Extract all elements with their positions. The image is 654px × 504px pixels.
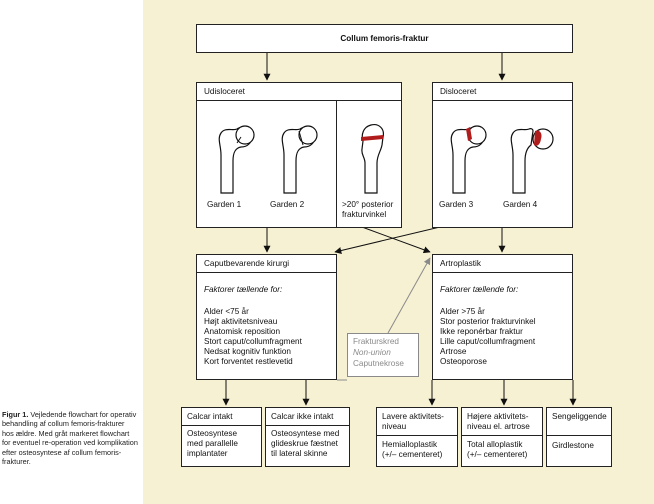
outcome-bedridden-body: Girdlestone: [552, 441, 594, 450]
outcome-bedridden-title: Sengeliggende: [552, 412, 607, 421]
label-garden-2: Garden 2: [270, 200, 305, 209]
head-preserving-factors-list: Alder <75 år Højt aktivitetsniveau Anato…: [204, 307, 302, 366]
arrow-posterior-angle-to-arthroplasty: [361, 226, 431, 254]
outcome-lower-activity-title: Lavere aktivitets- niveau: [382, 412, 444, 431]
undisplaced-divider: [336, 100, 337, 227]
displaced-title: Disloceret: [440, 87, 477, 96]
outcome-lower-activity-body: Hemialloplastik (+/– cementeret): [382, 440, 443, 459]
arthroplasty-box: Artroplastik Faktorer tællende for: Alde…: [432, 254, 573, 380]
outcome-bedridden-box: Sengeliggende Girdlestone: [546, 407, 612, 467]
femur-garden3-illustration: [450, 125, 487, 194]
outcome-calcar-intact-body: Osteosyntese med parallelle implantater: [187, 429, 238, 458]
femur-posterior-angle-illustration: [361, 124, 384, 194]
label-garden-3: Garden 3: [439, 200, 474, 209]
caption-text: Vejledende flowchart for operativ behand…: [2, 410, 138, 467]
arthroplasty-factors-heading: Faktorer tællende for:: [440, 285, 519, 294]
femur-garden2-illustration: [281, 125, 318, 194]
label-garden-1: Garden 1: [207, 200, 242, 209]
grey-arrow-complications-to-arthroplasty: [387, 257, 431, 334]
displaced-box: Disloceret Garden 3 Garden 4: [432, 82, 573, 228]
head-preserving-surgery-box: Caputbevarende kirurgi Faktorer tællende…: [196, 254, 337, 380]
complication-head-necrosis: Caputnekrose: [353, 359, 404, 368]
undisplaced-title: Udisloceret: [204, 87, 245, 96]
outcome-calcar-intact-title: Calcar intakt: [187, 412, 233, 421]
outcome-calcar-not-intact-title: Calcar ikke intakt: [271, 412, 334, 421]
femur-garden1-illustration: [218, 125, 255, 194]
outcome-lower-activity-box: Lavere aktivitets- niveau Hemialloplasti…: [376, 407, 458, 467]
outcome-higher-activity-title: Højere aktivitets- niveau el. artrose: [467, 412, 530, 431]
arthroplasty-title: Artroplastik: [440, 259, 481, 268]
head-preserving-factors-heading: Faktorer tællende for:: [204, 285, 283, 294]
fracture-title: Collum femoris-fraktur: [340, 34, 429, 43]
undisplaced-box: Udisloceret Garden 1 Garden 2 >20° poste…: [196, 82, 402, 228]
label-posterior-angle: >20° posterior frakturvinkel: [342, 200, 394, 219]
complications-box: Frakturskred Non-union Caputnekrose: [347, 333, 419, 377]
fracture-title-box: Collum femoris-fraktur: [196, 24, 573, 53]
outcome-calcar-not-intact-body: Osteosyntese med glideskrue fæstnet til …: [271, 429, 340, 458]
arthroplasty-factors-list: Alder >75 år Stor posterior frakturvinke…: [440, 307, 536, 366]
outcome-higher-activity-box: Højere aktivitets- niveau el. artrose To…: [461, 407, 543, 467]
complication-non-union: Non-union: [353, 348, 391, 357]
label-garden-4: Garden 4: [503, 200, 538, 209]
outcome-higher-activity-body: Total alloplastik (+/– cementeret): [467, 440, 528, 459]
caption-label: Figur 1.: [2, 410, 29, 419]
figure-caption: Figur 1. Vejledende flowchart for operat…: [2, 410, 138, 466]
complication-fracture-slip: Frakturskred: [353, 337, 399, 346]
femur-garden4-illustration: [510, 128, 554, 194]
outcome-calcar-not-intact-box: Calcar ikke intakt Osteosyntese med glid…: [265, 407, 350, 467]
outcome-calcar-intact-box: Calcar intakt Osteosyntese med parallell…: [181, 407, 262, 467]
head-preserving-title: Caputbevarende kirurgi: [204, 259, 290, 268]
arrow-displaced-to-headpreserving: [334, 226, 441, 254]
